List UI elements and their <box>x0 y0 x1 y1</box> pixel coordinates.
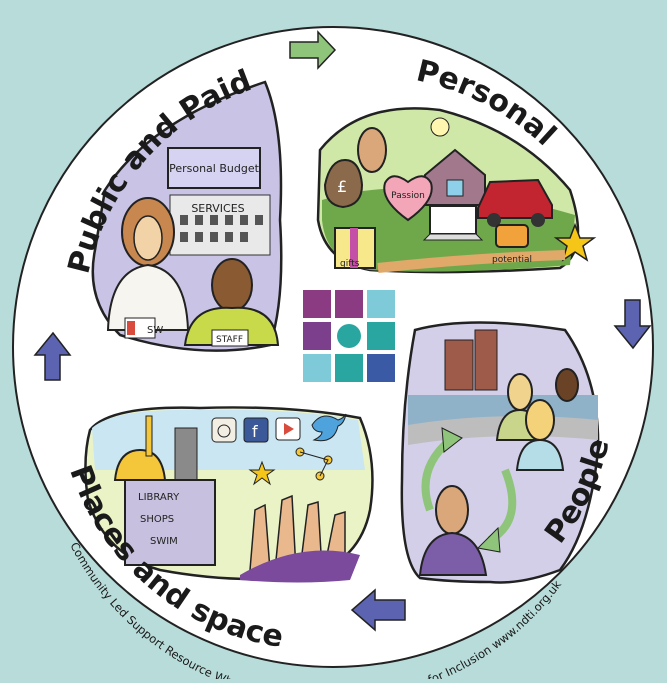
quadrant-places: LIBRARY SHOPS SWIM f <box>84 406 374 583</box>
svg-text:f: f <box>252 422 258 441</box>
library-sign: LIBRARY <box>138 492 180 503</box>
arrow-down-icon <box>613 299 652 350</box>
quadrant-personal: £ Passion gifts potential <box>316 107 597 274</box>
center-logo <box>303 290 395 382</box>
passion-heart <box>383 175 433 222</box>
star-icon <box>553 222 597 262</box>
swim-sign: SWIM <box>150 536 178 547</box>
camera-app-icon <box>211 417 237 443</box>
personal-budget-label: Personal Budget <box>169 162 260 175</box>
dome <box>113 448 167 481</box>
quadrant-public-paid: SERVICES Personal Budget SW STAFF <box>91 80 283 352</box>
quadrant-people <box>400 321 600 584</box>
facebook-icon <box>243 417 269 443</box>
shops-sign: SHOPS <box>140 514 174 525</box>
sun-icon <box>430 117 450 137</box>
twitter-bird-icon <box>311 413 347 442</box>
potential-label: potential <box>492 255 532 265</box>
arrow-up-icon <box>33 331 72 381</box>
small-star-icon <box>248 460 276 486</box>
sw-badge: SW <box>147 325 163 336</box>
staff-badge: STAFF <box>216 335 243 345</box>
arrow-right-icon <box>289 30 337 70</box>
gifts-label: gifts <box>340 259 360 269</box>
services-sign: SERVICES <box>191 202 244 215</box>
personal-budget-sign <box>167 147 261 189</box>
pound-sign: £ <box>337 177 347 196</box>
arrow-left-icon <box>350 588 406 632</box>
passion-label: Passion <box>391 191 425 201</box>
